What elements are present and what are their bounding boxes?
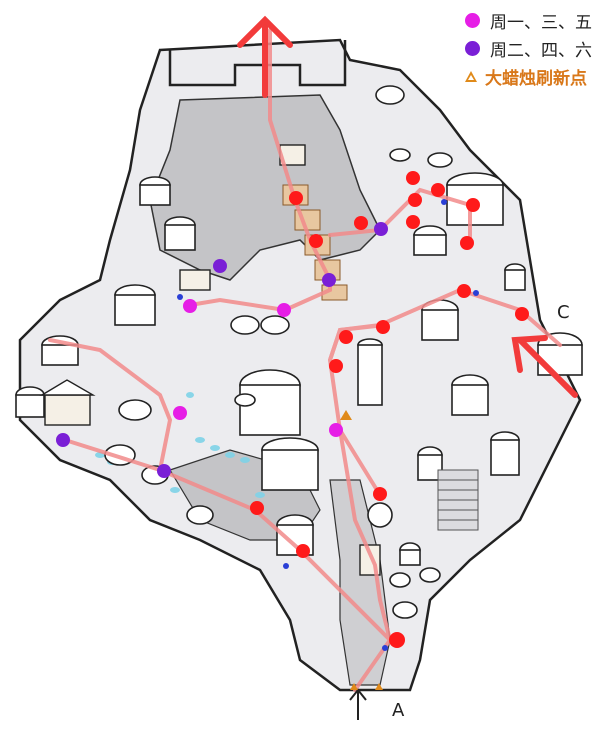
- candle-markers: [340, 410, 383, 690]
- buildings: [39, 144, 381, 576]
- map-floor: [149, 94, 381, 281]
- legend-candle-label: 大蜡烛刷新点: [485, 68, 587, 89]
- legend-magenta-label: 周一、三、五: [490, 12, 592, 33]
- legend-row-magenta: 周一、三、五: [465, 6, 592, 34]
- purple-points: [56, 222, 388, 478]
- entrance-a-label: A: [392, 700, 405, 721]
- purple-dot-icon: [465, 40, 480, 56]
- route-arrows: [237, 15, 578, 398]
- stairs: [437, 469, 479, 531]
- legend-purple-label: 周二、四、六: [490, 40, 592, 61]
- triangle-icon: [465, 70, 477, 82]
- blue-points: [177, 199, 479, 651]
- legend-row-purple: 周二、四、六: [465, 34, 592, 62]
- legend: 周一、三、五 周二、四、六 大蜡烛刷新点: [465, 6, 592, 90]
- magenta-dot-icon: [465, 12, 480, 28]
- red-points: [250, 171, 529, 648]
- entrance-c-label: C: [557, 302, 570, 323]
- magenta-points: [173, 299, 343, 437]
- legend-row-candle: 大蜡烛刷新点: [465, 62, 592, 90]
